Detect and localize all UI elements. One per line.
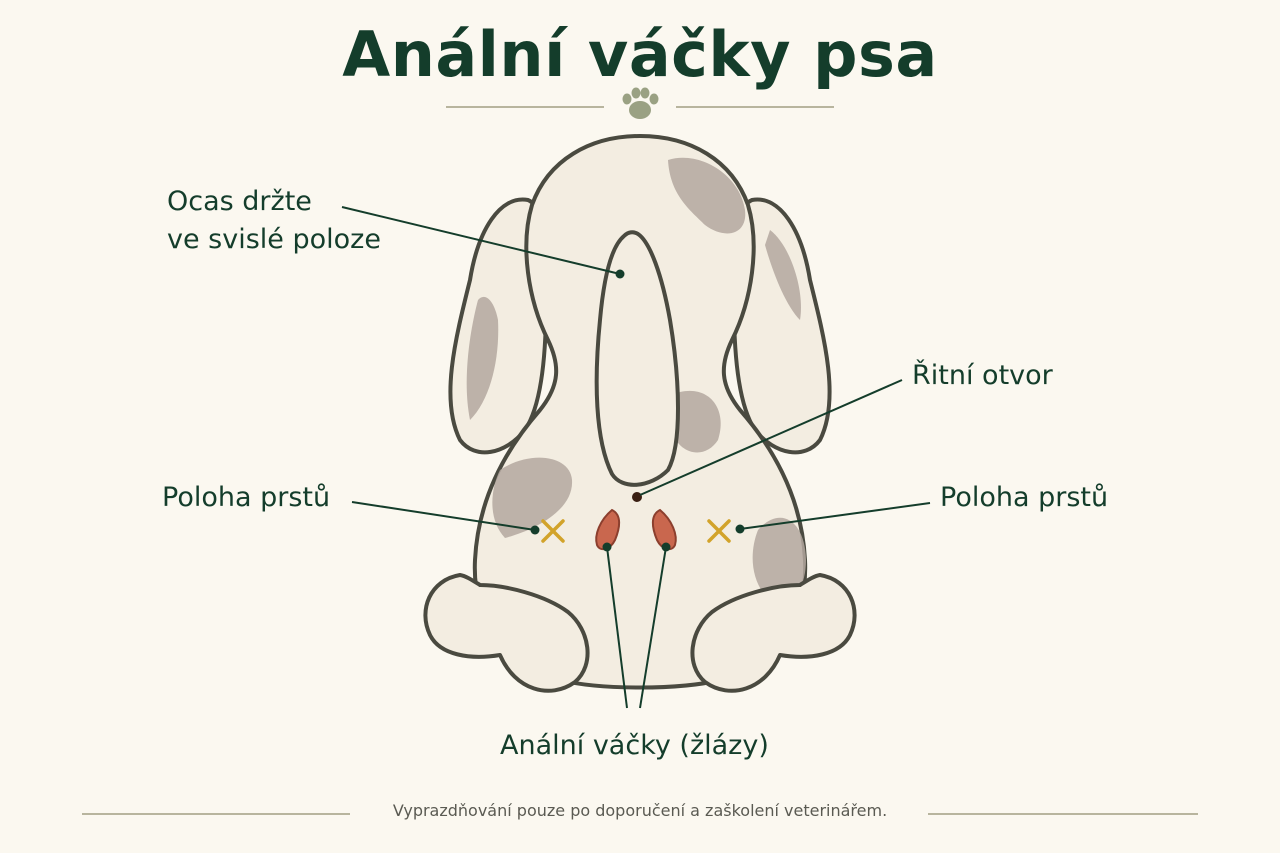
- label-finger-right: Poloha prstů: [940, 482, 1109, 513]
- leader-dots: [530, 269, 745, 552]
- x-mark-icon: [707, 519, 731, 543]
- left-hind-leg: [423, 573, 590, 693]
- paw-icon: [622, 87, 659, 119]
- label-anus: Řitní otvor: [912, 360, 1053, 391]
- footer-note: Vyprazdňování pouze po doporučení a zašk…: [392, 801, 888, 820]
- leader-anus: [639, 379, 903, 496]
- leader-tail: [341, 206, 621, 275]
- label-tail-line-1: Ocas držte: [167, 186, 312, 217]
- anus-marker: [632, 492, 642, 502]
- leader-gland-right: [639, 546, 667, 709]
- label-finger-left: Poloha prstů: [162, 482, 331, 513]
- label-anal-glands: Anální váčky (žlázy): [500, 730, 769, 761]
- leader-lines: [341, 206, 931, 709]
- leader-gland-left: [606, 546, 628, 709]
- label-tail: Ocas držte ve svislé poloze: [167, 183, 381, 259]
- leader-finger-left: [351, 501, 536, 531]
- right-hind-leg: [690, 573, 857, 693]
- label-tail-line-2: ve svislé poloze: [167, 224, 381, 255]
- dog-tail: [594, 230, 680, 487]
- x-mark-icon: [541, 519, 565, 543]
- page-title: Anální váčky psa: [342, 18, 938, 91]
- leader-finger-right: [739, 502, 931, 530]
